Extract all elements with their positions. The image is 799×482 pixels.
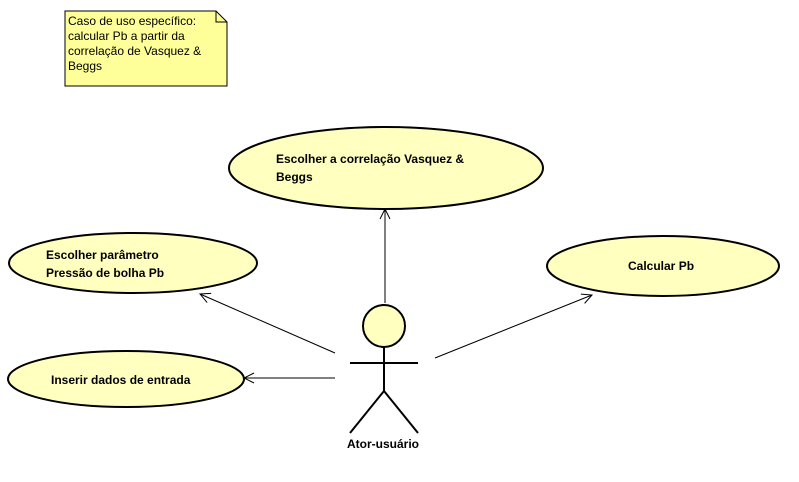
association-parametro <box>200 294 336 354</box>
use-case-label-parametro: Escolher parâmetro Pressão de bolha Pb <box>46 248 165 280</box>
use-case-label-inserir: Inserir dados de entrada <box>51 373 191 387</box>
use-case-label-calcular: Calcular Pb <box>628 259 695 273</box>
note-shape <box>64 10 228 87</box>
association-calcular <box>434 295 592 359</box>
use-case-calcular-pb[interactable] <box>546 235 780 297</box>
note-fold <box>215 11 227 23</box>
actor-right-leg <box>383 390 419 434</box>
note-text: Caso de uso específico: calcular Pb a pa… <box>68 14 202 73</box>
actor-left-leg <box>349 390 385 434</box>
actor-label: Ator-usuário <box>347 437 419 451</box>
actor-head <box>362 304 406 348</box>
use-case-label-correlacao: Escolher a correlação Vasquez & Beggs <box>276 152 465 184</box>
use-case-escolher-parametro[interactable] <box>8 232 258 294</box>
note: Caso de uso específico: calcular Pb a pa… <box>65 11 227 86</box>
actor-figure[interactable] <box>349 304 419 434</box>
